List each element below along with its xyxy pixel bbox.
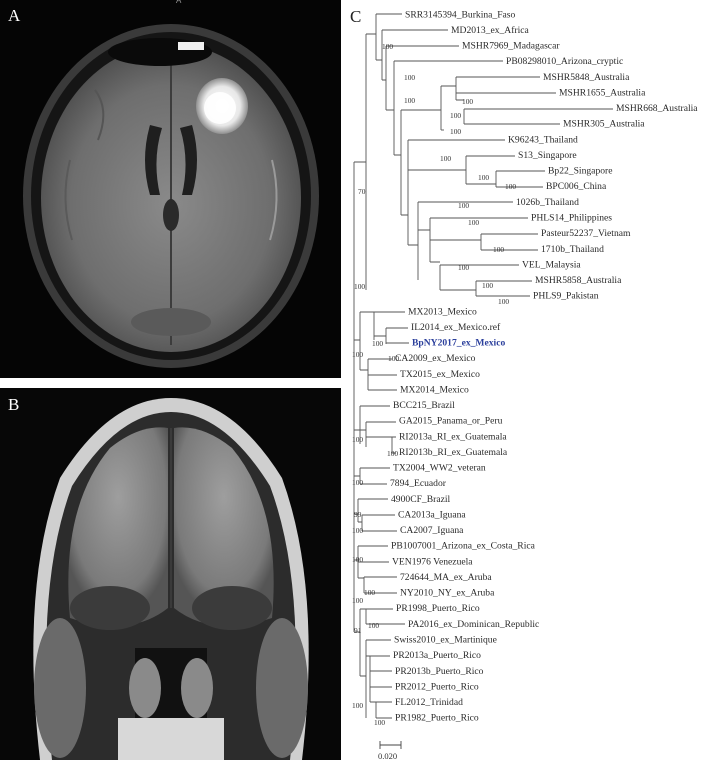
- bootstrap-value: 100: [404, 96, 415, 105]
- bootstrap-value: 100: [493, 245, 504, 254]
- tree-leaf-label: MSHR7969_Madagascar: [462, 41, 560, 52]
- tree-leaf-label: S13_Singapore: [518, 150, 577, 161]
- tree-leaf-label: IL2014_ex_Mexico.ref: [411, 322, 501, 333]
- tree-leaf-label: 7894_Ecuador: [390, 478, 447, 489]
- tree-leaf-label: MX2014_Mexico: [400, 384, 469, 395]
- tree-leaf-label: BCC215_Brazil: [393, 400, 455, 411]
- tree-leaf-label: Pasteur52237_Vietnam: [541, 228, 631, 239]
- bootstrap-value: 100: [458, 263, 469, 272]
- tree-leaf-label: GA2015_Panama_or_Peru: [399, 416, 503, 427]
- tree-leaf-label: FL2012_Trinidad: [395, 697, 463, 708]
- tree-branches: [353, 13, 613, 719]
- bootstrap-value: 100: [352, 478, 363, 487]
- tree-leaf-label: PHLS14_Philippines: [531, 213, 612, 224]
- panel-b-label: B: [8, 395, 20, 414]
- bootstrap-value: 100: [478, 173, 489, 182]
- tree-leaf-label: RI2013a_RI_ex_Guatemala: [399, 431, 507, 442]
- tree-leaf-label: 1710b_Thailand: [541, 244, 604, 255]
- bootstrap-value: 100: [352, 555, 363, 564]
- tree-leaf-label: 1026b_Thailand: [516, 197, 579, 208]
- tree-leaf-label: Bp22_Singapore: [548, 166, 613, 177]
- phylogenetic-tree-panel: C: [346, 0, 705, 760]
- panel-a-marker: A: [176, 0, 182, 5]
- bootstrap-value: 100: [352, 526, 363, 535]
- tree-leaf-label: VEL_Malaysia: [522, 259, 581, 270]
- panel-c-label: C: [350, 7, 362, 26]
- bootstrap-value: 100: [482, 281, 493, 290]
- tree-leaf-label: PR1982_Puerto_Rico: [395, 713, 479, 724]
- bootstrap-value: 100: [458, 201, 469, 210]
- tree-leaf-label: PB1007001_Arizona_ex_Costa_Rica: [391, 541, 536, 552]
- scale-bar-label: 0.020: [378, 751, 397, 760]
- bootstrap-value: 100: [450, 111, 461, 120]
- bootstrap-value: 100: [462, 97, 473, 106]
- bootstrap-value: 100: [352, 435, 363, 444]
- tree-leaf-label: RI2013b_RI_ex_Guatemala: [399, 447, 508, 458]
- tree-leaf-labels: SRR3145394_Burkina_FasoMD2013_ex_AfricaM…: [390, 9, 698, 723]
- tree-leaf-label: 724644_MA_ex_Aruba: [400, 572, 492, 583]
- tree-leaf-label: PHLS9_Pakistan: [533, 291, 599, 302]
- bootstrap-value: 100: [374, 718, 385, 727]
- tree-leaf-label: NY2010_NY_ex_Aruba: [400, 588, 495, 599]
- bootstrap-value: 99: [354, 510, 362, 519]
- panel-a-label: A: [8, 6, 21, 25]
- tree-leaf-label: CA2007_Iguana: [400, 525, 464, 536]
- bootstrap-value: 100: [352, 350, 363, 359]
- tree-leaf-label: MSHR5858_Australia: [535, 275, 622, 286]
- bootstrap-value: 100: [498, 297, 509, 306]
- bootstrap-value: 100: [387, 449, 398, 458]
- tree-leaf-label: 4900CF_Brazil: [391, 494, 450, 505]
- bootstrap-value: 100: [468, 218, 479, 227]
- tree-leaf-label: VEN1976 Venezuela: [392, 556, 473, 567]
- tree-leaf-label: MD2013_ex_Africa: [451, 25, 530, 36]
- bootstrap-value: 100: [404, 73, 415, 82]
- tree-leaf-label: Swiss2010_ex_Martinique: [394, 635, 497, 646]
- tree-leaf-label: CA2013a_Iguana: [398, 510, 466, 521]
- mri-coronal-panel: B: [0, 388, 341, 760]
- bootstrap-value: 100: [354, 282, 365, 291]
- bootstrap-value: 100: [352, 596, 363, 605]
- tree-leaf-label: MSHR5848_Australia: [543, 72, 630, 83]
- mri-axial-panel: A A: [0, 0, 341, 378]
- bootstrap-value: 70: [358, 187, 366, 196]
- highlighted-leaf-label: BpNY2017_ex_Mexico: [412, 338, 505, 349]
- bootstrap-value: 100: [352, 701, 363, 710]
- bootstrap-value: 100: [368, 621, 379, 630]
- bootstrap-value: 100: [505, 182, 516, 191]
- tree-leaf-label: CA2009_ex_Mexico: [395, 353, 476, 364]
- mri-coronal-image: [0, 388, 341, 760]
- tree-leaf-label: MSHR668_Australia: [616, 103, 698, 114]
- scale-bar: 0.020: [378, 741, 402, 760]
- tree-leaf-label: PR1998_Puerto_Rico: [396, 603, 480, 614]
- tree-leaf-label: K96243_Thailand: [508, 134, 578, 145]
- bootstrap-value: 100: [440, 154, 451, 163]
- tree-leaf-label: PR2012_Puerto_Rico: [395, 681, 479, 692]
- tree-leaf-label: MSHR1655_Australia: [559, 88, 646, 99]
- bootstrap-value: 100: [372, 339, 383, 348]
- mri-axial-image: [0, 0, 341, 378]
- bootstrap-value: 91: [354, 626, 362, 635]
- tree-leaf-label: SRR3145394_Burkina_Faso: [405, 9, 516, 20]
- tree-leaf-label: TX2015_ex_Mexico: [400, 369, 480, 380]
- tree-leaf-label: PA2016_ex_Dominican_Republic: [408, 619, 539, 630]
- tree-leaf-label: PR2013b_Puerto_Rico: [395, 666, 484, 677]
- tree-leaf-label: BPC006_China: [546, 181, 607, 192]
- phylogenetic-tree: SRR3145394_Burkina_FasoMD2013_ex_AfricaM…: [352, 9, 698, 760]
- tree-leaf-label: MSHR305_Australia: [563, 119, 645, 130]
- tree-leaf-label: MX2013_Mexico: [408, 306, 477, 317]
- bootstrap-value: 100: [364, 588, 375, 597]
- bootstrap-value: 100: [382, 42, 393, 51]
- tree-leaf-label: PR2013a_Puerto_Rico: [393, 650, 481, 661]
- bootstrap-value: 100: [450, 127, 461, 136]
- tree-leaf-label: TX2004_WW2_veteran: [393, 463, 486, 474]
- tree-leaf-label: PB08298010_Arizona_cryptic: [506, 56, 623, 67]
- bootstrap-value: 100: [388, 354, 399, 363]
